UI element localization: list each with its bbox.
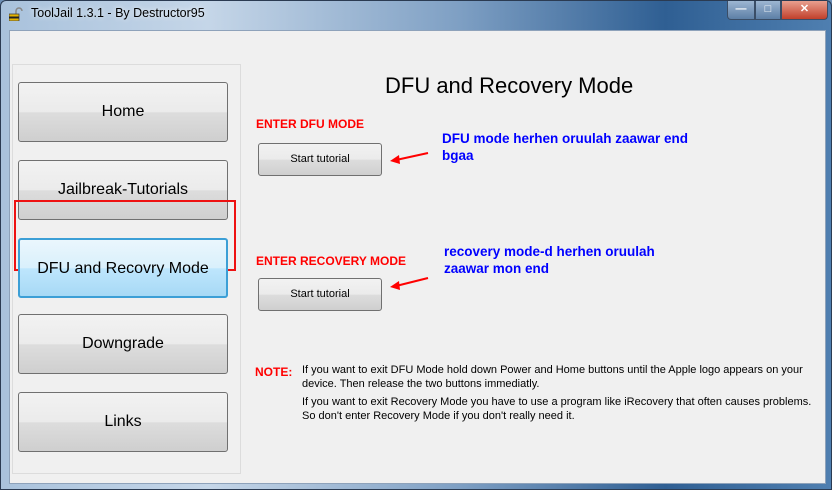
red-arrow-icon xyxy=(390,152,429,164)
dfu-heading: ENTER DFU MODE xyxy=(256,117,364,131)
dfu-annotation-line: DFU mode herhen oruulah zaawar end xyxy=(442,131,689,146)
client-area: Home Jailbreak-Tutorials DFU and Recovry… xyxy=(9,30,826,484)
close-button[interactable]: ✕ xyxy=(781,1,828,20)
dfu-annotation: DFU mode herhen oruulah zaawar end bgaa xyxy=(442,130,688,164)
recovery-annotation-line: zaawar mon end xyxy=(444,261,550,276)
dfu-annotation-line: bgaa xyxy=(442,148,474,163)
dfu-start-tutorial-button[interactable]: Start tutorial xyxy=(258,143,382,176)
maximize-button[interactable]: □ xyxy=(755,1,781,20)
recovery-heading: ENTER RECOVERY MODE xyxy=(256,254,407,268)
recovery-annotation-line: recovery mode-d herhen oruulah xyxy=(444,244,655,259)
lock-icon xyxy=(9,7,23,21)
nav-links-button[interactable]: Links xyxy=(18,392,228,452)
recovery-annotation: recovery mode-d herhen oruulah zaawar mon… xyxy=(444,243,655,277)
nav-jailbreak-tutorials-button[interactable]: Jailbreak-Tutorials xyxy=(18,160,228,220)
recovery-start-tutorial-button[interactable]: Start tutorial xyxy=(258,278,382,311)
nav-dfu-recovery-button[interactable]: DFU and Recovry Mode xyxy=(18,238,228,298)
nav-home-button[interactable]: Home xyxy=(18,82,228,142)
page-title: DFU and Recovery Mode xyxy=(385,73,634,98)
minimize-button[interactable]: — xyxy=(727,1,755,20)
note-text-recovery: If you want to exit Recovery Mode you ha… xyxy=(302,396,812,422)
red-arrow-icon xyxy=(390,277,429,290)
note-label: NOTE: xyxy=(255,365,293,379)
nav-downgrade-button[interactable]: Downgrade xyxy=(18,314,228,374)
note-text-dfu: If you want to exit DFU Mode hold down P… xyxy=(302,364,803,390)
window-title: ToolJail 1.3.1 - By Destructor95 xyxy=(31,6,205,20)
